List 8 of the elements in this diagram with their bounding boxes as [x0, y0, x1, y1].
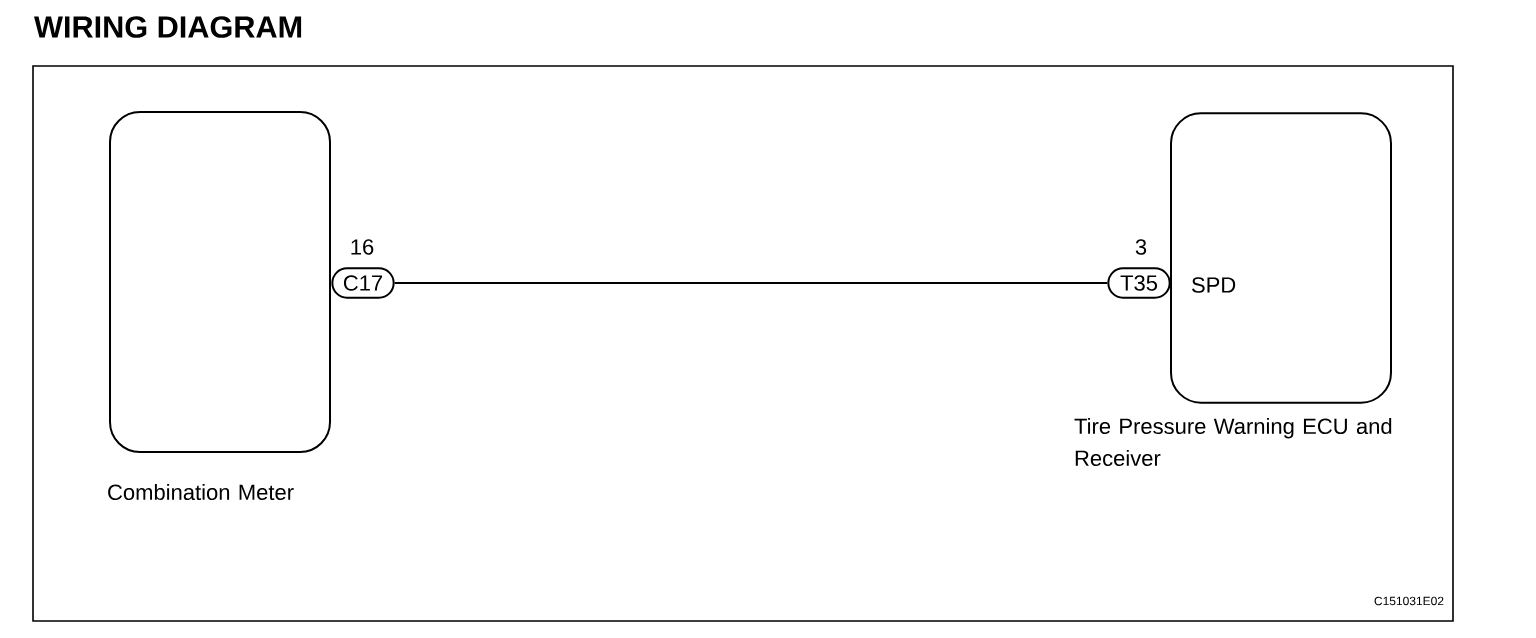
terminal-name: SPD [1192, 277, 1236, 293]
title: WIRING DIAGRAM [34, 16, 302, 38]
wire [393, 282, 1109, 284]
unit-name: Combination Meter [108, 483, 294, 501]
pin-number: 16 [351, 239, 374, 255]
figure-code: C151031E02 [1374, 596, 1444, 606]
unit-name: Tire Pressure Warning ECU and Receiver [1074, 417, 1392, 467]
pin-number: 3 [1135, 239, 1147, 255]
